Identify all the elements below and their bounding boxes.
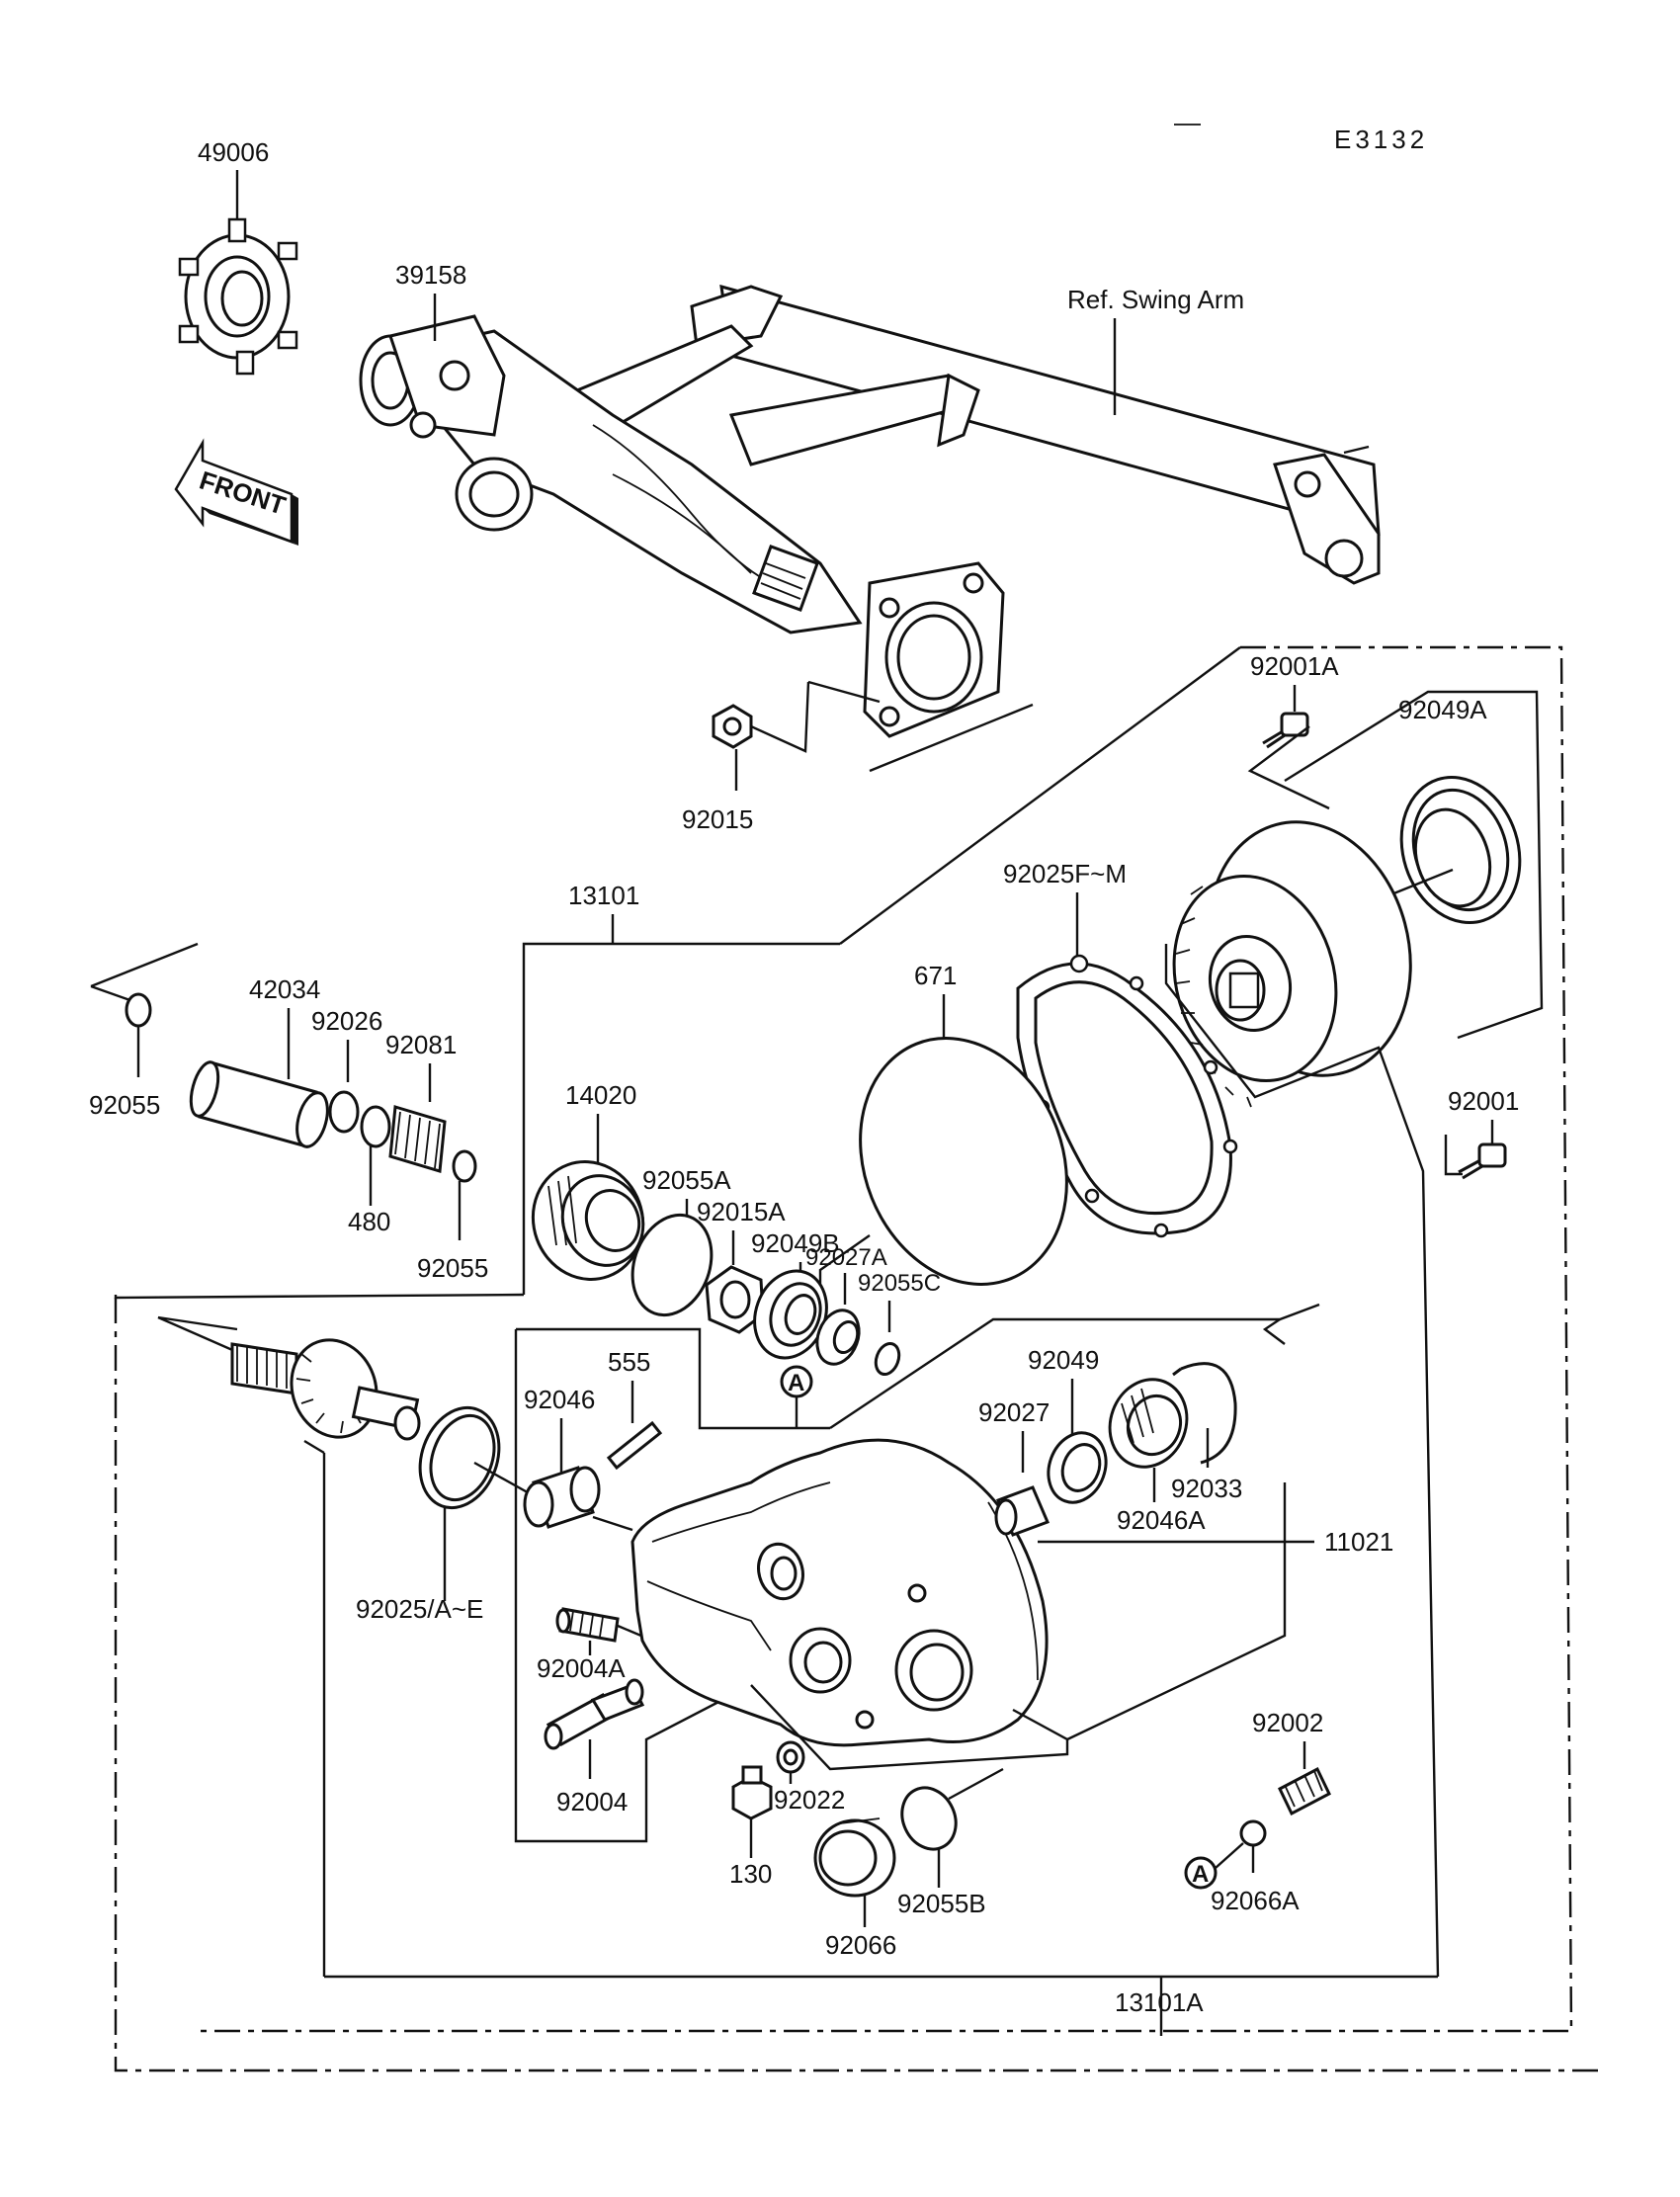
pinion-gear-icon [230,1338,421,1441]
label-92046: 92046 [524,1385,595,1414]
label-92002: 92002 [1252,1708,1323,1737]
label-92015: 92015 [682,804,753,834]
oil-seal-icon [1399,775,1522,925]
label-49006: 49006 [198,137,269,167]
o-ring-icon [125,992,152,1028]
ref-swing-arm-label: Ref. Swing Arm [1067,285,1244,314]
label-11021: 11021 [1324,1527,1393,1557]
label-92066: 92066 [825,1930,896,1960]
gasket-icon [1016,954,1238,1238]
outer-dash-box [198,645,1573,2033]
label-92066A: 92066A [1211,1886,1300,1915]
o-ring-icon [630,1213,714,1317]
ring-nut-icon [178,217,298,376]
washer-icon [328,1090,360,1134]
pipe-icon [189,1060,329,1148]
ring-gear-icon [1172,820,1412,1108]
needle-bearing-icon [1108,1378,1189,1469]
label-92025FM: 92025F~M [1003,859,1127,888]
pin-icon [606,1420,663,1471]
label-92015A: 92015A [697,1197,786,1226]
label-92055B: 92055B [897,1889,986,1918]
label-92081: 92081 [385,1030,457,1059]
label-92046A: 92046A [1117,1505,1206,1535]
label-13101: 13101 [568,881,639,910]
front-arrow-icon [174,438,298,546]
drain-bolt-icon [731,1765,773,1820]
plug-icon [1278,1766,1331,1817]
washer-icon [776,1740,805,1774]
label-92055-left: 92055 [89,1090,160,1120]
collar-icon [994,1485,1050,1537]
collar-icon [815,1309,861,1366]
label-555: 555 [608,1347,650,1377]
circlip-icon [1172,1362,1237,1465]
spring-icon [388,1105,447,1173]
label-92001A: 92001A [1250,651,1339,681]
label-671: 671 [914,961,957,990]
label-92049B: 92049B [751,1228,840,1258]
ref-a-circle [1184,1856,1218,1890]
label-92055-right: 92055 [417,1253,488,1283]
label-92004: 92004 [556,1787,628,1817]
diagram-code: E3132 [1334,125,1428,154]
label-92055C: 92055C [858,1270,941,1297]
label-14020: 14020 [565,1080,636,1110]
label-92027: 92027 [978,1397,1050,1427]
label-92027A: 92027A [805,1244,887,1271]
label-480: 480 [348,1207,390,1236]
swing-arm-icon [359,284,1381,738]
label-92001: 92001 [1448,1086,1519,1116]
label-92049A: 92049A [1398,695,1487,724]
o-ring-icon [874,1342,901,1376]
ref-a-text: A [1192,1861,1209,1888]
label-92026: 92026 [311,1006,382,1036]
ball-icon [1239,1819,1267,1847]
label-92025AE: 92025/A~E [356,1594,483,1624]
o-ring-icon [452,1149,477,1183]
label-92022: 92022 [774,1785,845,1815]
shim-icon [418,1405,501,1510]
label-92055A: 92055A [642,1165,731,1195]
ref-a-text: A [788,1370,804,1396]
stud-icon [555,1607,620,1643]
o-ring-icon [900,1786,958,1851]
nut-icon [712,704,753,749]
label-39158: 39158 [395,260,466,290]
circlip-icon [360,1105,391,1148]
label-13101A: 13101A [1115,1987,1204,2017]
gear-case-icon [630,1438,1049,1747]
label-42034: 42034 [249,974,320,1004]
needle-bearing-icon [523,1466,601,1529]
bolt-icon [1458,1142,1507,1180]
oil-seal-icon [1047,1431,1108,1504]
filler-cap-icon [813,1817,896,1898]
label-92033: 92033 [1171,1474,1242,1503]
label-92049: 92049 [1028,1345,1099,1375]
bolt-icon [1262,712,1309,749]
o-ring-671-icon [859,1037,1068,1286]
label-130: 130 [729,1859,772,1889]
housing-cap-icon [531,1160,645,1281]
label-92004A: 92004A [537,1653,626,1683]
stud-icon [544,1678,645,1750]
